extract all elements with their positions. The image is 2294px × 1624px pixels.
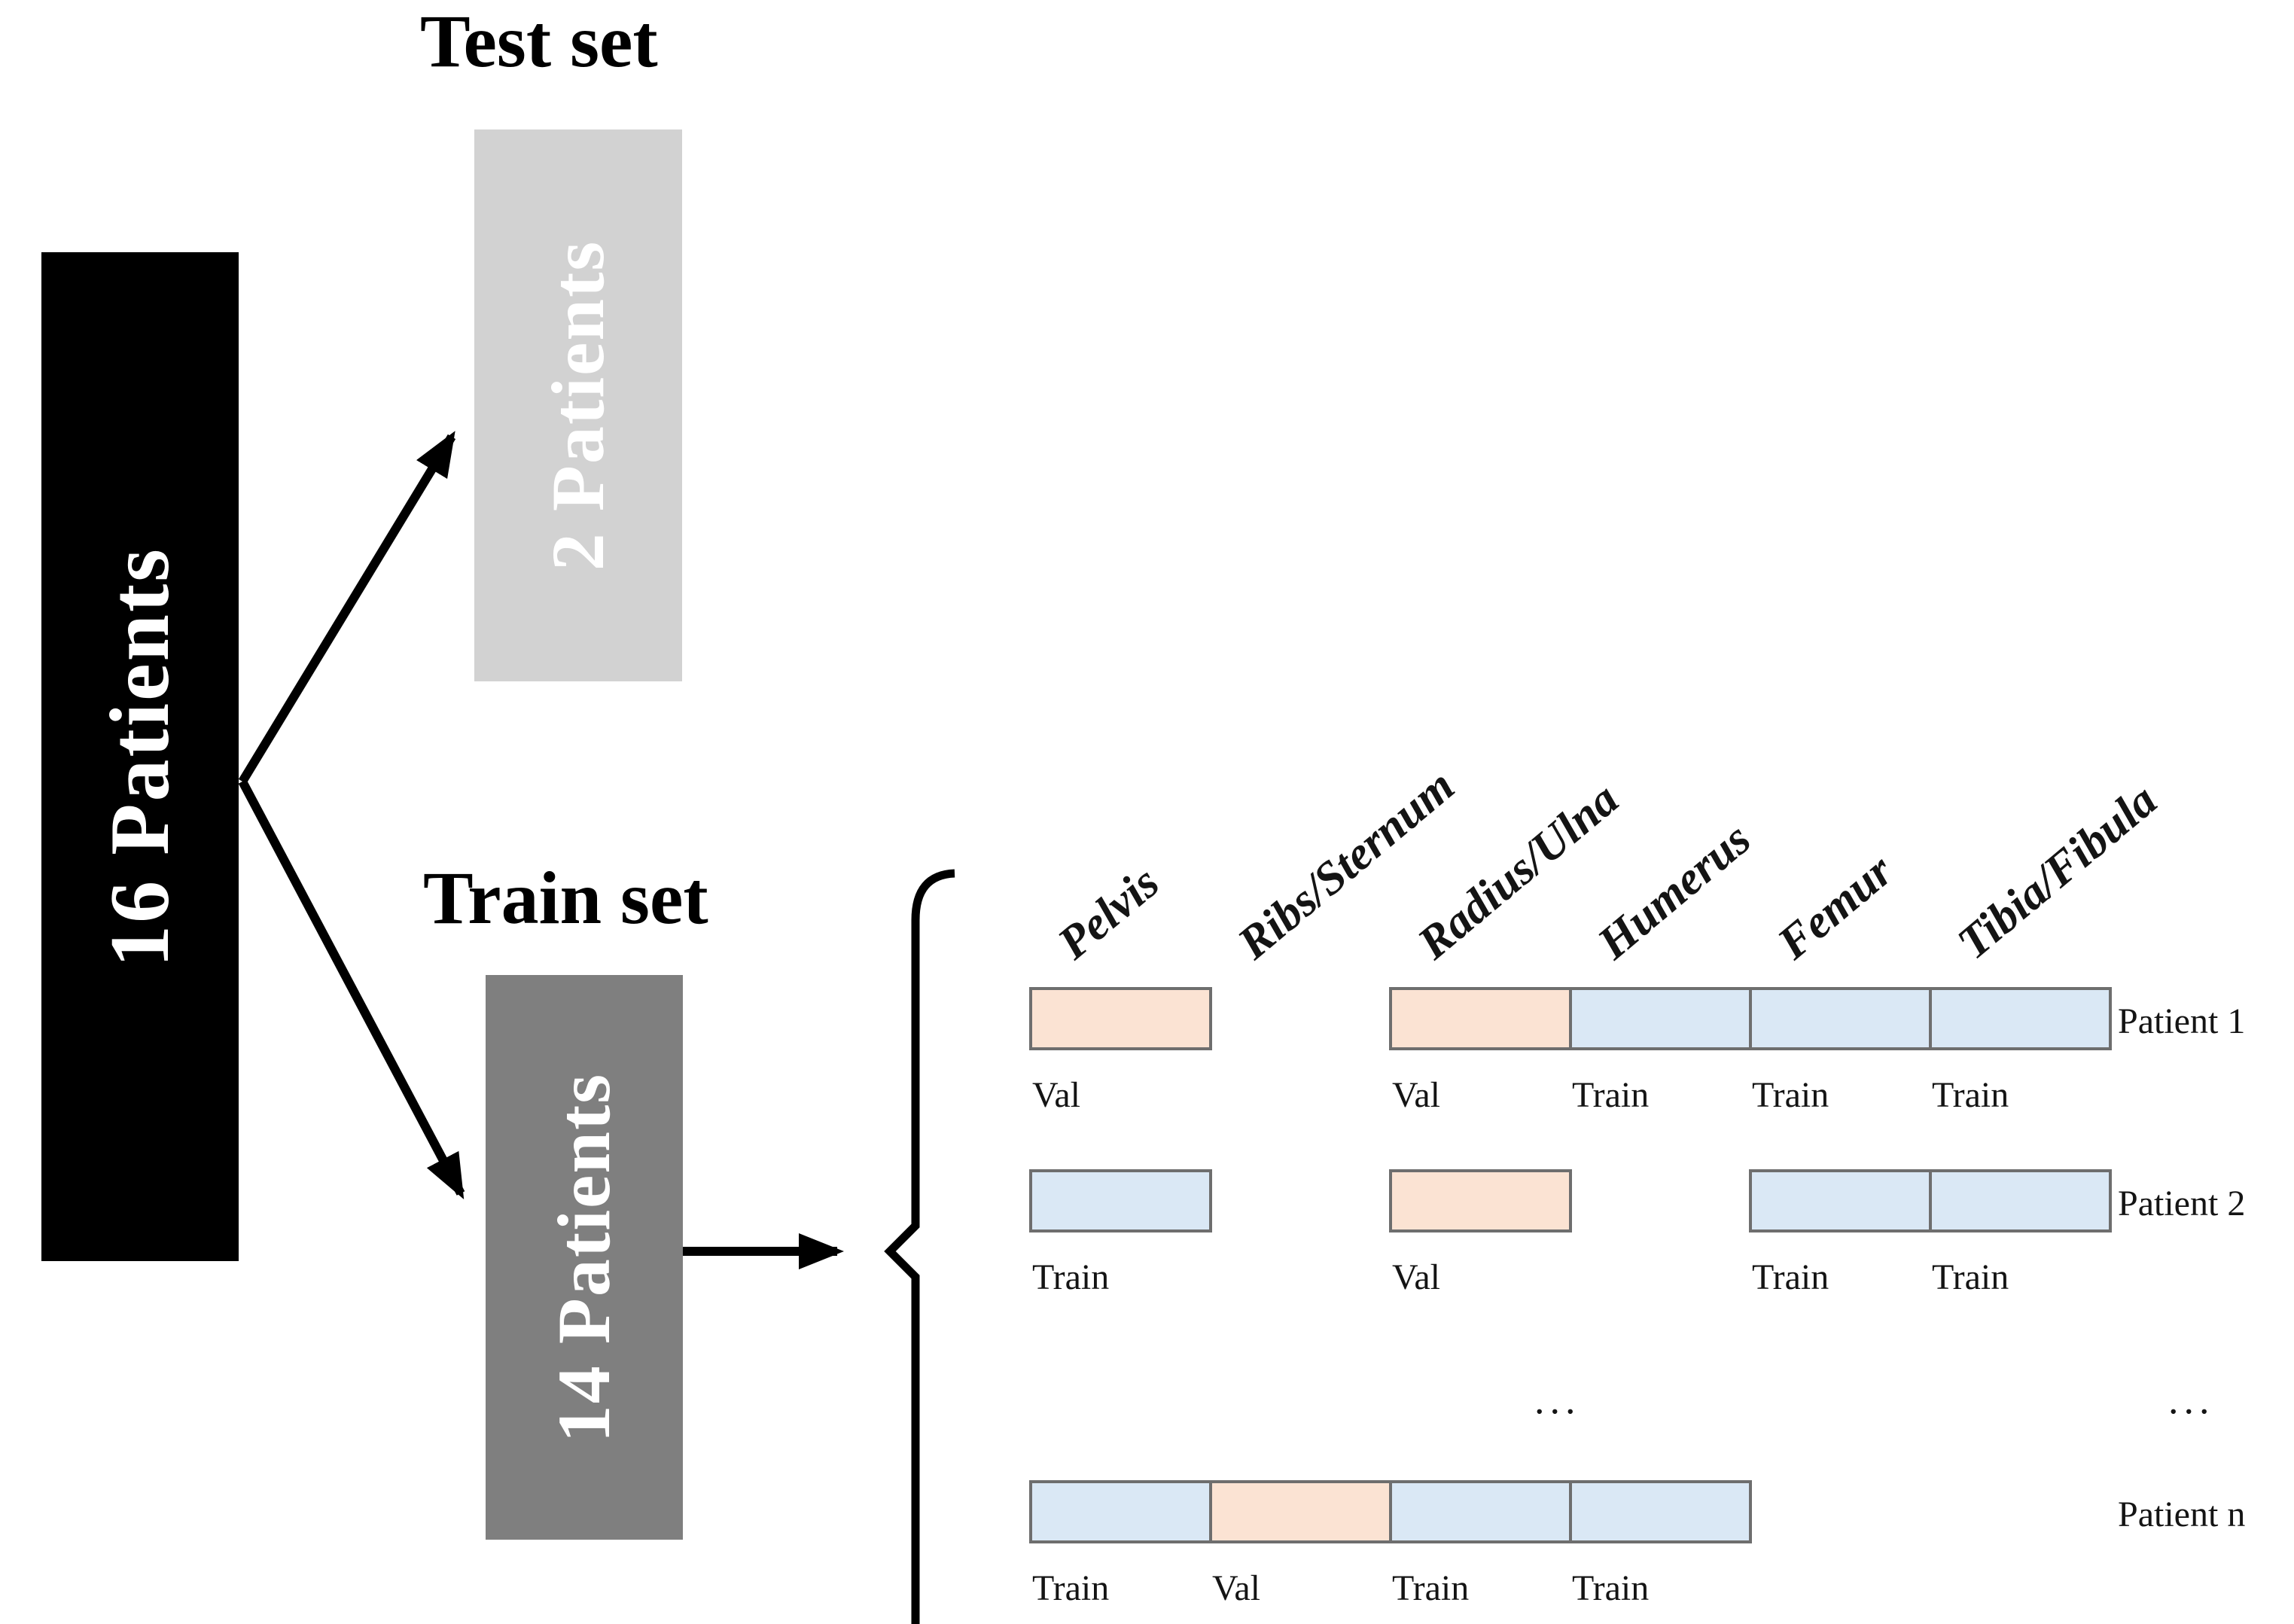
train-cell [1929, 1169, 2112, 1232]
cell-label: Val [1032, 1075, 1080, 1115]
cell-label: Train [1932, 1075, 2009, 1115]
cell-label: Train [1752, 1257, 1829, 1297]
train-set-label: 14 Patients [542, 1072, 626, 1443]
column-header-femur: Femur [1768, 845, 1903, 970]
arrow-to-train-set [238, 779, 465, 1199]
curly-brace [884, 869, 955, 1624]
ellipsis: ... [1534, 1377, 1581, 1422]
column-header-humerus: Humerus [1588, 813, 1761, 970]
train-cell [1569, 987, 1752, 1050]
train-cell [1029, 1480, 1212, 1543]
train-cell [1929, 987, 2112, 1050]
cell-label: Val [1392, 1257, 1440, 1297]
cell-label: Val [1392, 1075, 1440, 1115]
cell-label: Train [1932, 1257, 2009, 1297]
train-cell [1749, 987, 1932, 1050]
test-set-label: 2 Patients [536, 239, 620, 571]
cell-label: Train [1032, 1568, 1110, 1608]
patient-row-label: Patient n [2118, 1495, 2246, 1534]
cell-label: Train [1752, 1075, 1829, 1115]
cell-label: Train [1572, 1075, 1650, 1115]
train-set-box: 14 Patients [486, 975, 683, 1540]
cell-label: Train [1392, 1568, 1470, 1608]
column-header-pelvis: Pelvis [1048, 856, 1169, 970]
test-set-title: Test set [420, 0, 658, 83]
train-cell [1749, 1169, 1932, 1232]
patient-row-label: Patient 2 [2118, 1184, 2246, 1223]
train-set-title: Train set [423, 856, 708, 940]
val-cell [1389, 1169, 1572, 1232]
val-cell [1389, 987, 1572, 1050]
test-set-box: 2 Patients [474, 129, 682, 681]
train-cell [1029, 1169, 1212, 1232]
all-patients-label: 16 Patients [93, 546, 187, 967]
arrow-to-test-set [238, 431, 456, 785]
val-cell [1209, 1480, 1392, 1543]
all-patients-box: 16 Patients [41, 252, 239, 1261]
train-cell [1389, 1480, 1572, 1543]
cell-label: Train [1032, 1257, 1110, 1297]
column-header-tibia-fibula: Tibia/Fibula [1948, 774, 2167, 970]
val-cell [1029, 987, 1212, 1050]
train-cell [1569, 1480, 1752, 1543]
patient-row-label: Patient 1 [2118, 1001, 2246, 1041]
cell-label: Val [1212, 1568, 1260, 1608]
cell-label: Train [1572, 1568, 1650, 1608]
ellipsis: ... [2168, 1377, 2215, 1422]
